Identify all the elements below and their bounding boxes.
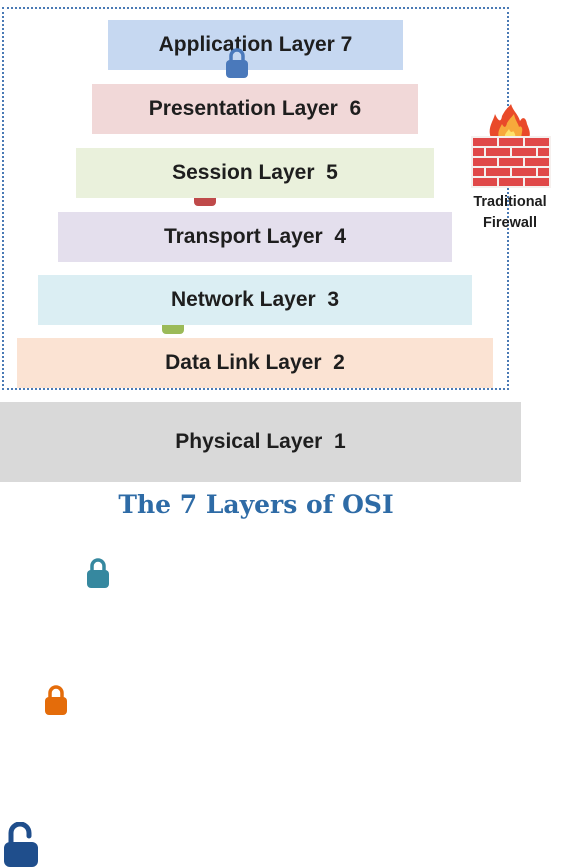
lock-icon: [226, 48, 248, 78]
lock-icon: [45, 685, 67, 715]
layer-session: Session Layer 5: [76, 148, 434, 334]
layer-presentation: Presentation Layer 6: [92, 84, 418, 206]
layer-network: Network Layer 3: [38, 275, 472, 588]
firewall-label-line2: Firewall: [483, 215, 537, 231]
layer-physical: Physical Layer 1: [0, 402, 521, 867]
layer-transport: Transport Layer 4: [58, 212, 452, 462]
unlocked-padlock-icon: [4, 822, 38, 867]
brick-wall-fire-icon: [471, 104, 551, 188]
firewall-label-line1: Traditional: [473, 194, 547, 210]
layer-label: Presentation Layer 6: [148, 97, 362, 120]
lock-icon: [87, 558, 109, 588]
diagram-caption: The 7 Layers of OSI: [118, 490, 394, 519]
layer-application: Application Layer 7: [108, 20, 403, 78]
layer-label: Transport Layer 4: [163, 225, 347, 248]
layer-label: Application Layer 7: [158, 33, 353, 56]
layer-label: Data Link Layer 2: [165, 351, 345, 374]
traditional-firewall: Traditional Firewall: [462, 104, 558, 238]
layer-label: Network Layer 3: [170, 288, 340, 311]
firewall-label: Traditional Firewall: [462, 192, 558, 234]
layer-label: Session Layer 5: [172, 161, 338, 184]
layer-label: Physical Layer 1: [175, 430, 346, 453]
layer-data-link: Data Link Layer 2: [17, 338, 493, 715]
firewall-scope-frame: [2, 7, 509, 390]
